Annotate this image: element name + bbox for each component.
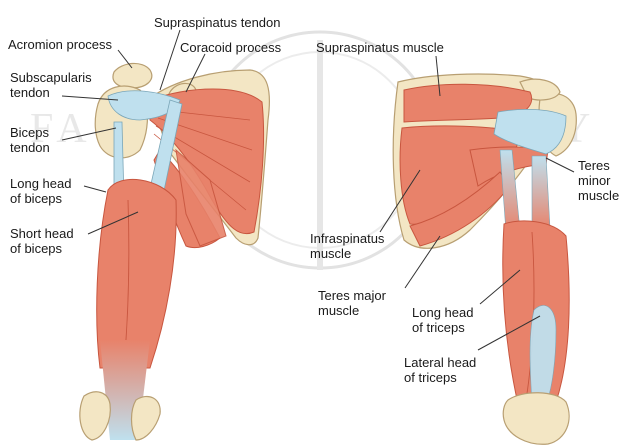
label-supraspinatus-tendon: Supraspinatus tendon [154, 15, 280, 30]
biceps-belly [97, 179, 176, 368]
label-teres-major: Teres major muscle [318, 288, 386, 318]
anterior-view [80, 63, 270, 440]
label-biceps-tendon: Biceps tendon [10, 125, 50, 155]
elbow-bone-posterior [503, 393, 569, 445]
label-subscapularis-tendon: Subscapularis tendon [10, 70, 92, 100]
posterior-view [393, 74, 576, 444]
label-short-head-biceps: Short head of biceps [10, 226, 74, 256]
label-long-head-biceps: Long head of biceps [10, 176, 71, 206]
leader-supraspinatus-tendon [160, 30, 180, 90]
triceps-lateral-tendon [532, 156, 550, 230]
label-infraspinatus: Infraspinatus muscle [310, 231, 384, 261]
label-supraspinatus-muscle: Supraspinatus muscle [316, 40, 444, 55]
label-acromion-process: Acromion process [8, 37, 112, 52]
label-teres-minor: Teres minor muscle [578, 158, 619, 203]
elbow-bone-anterior-medial [132, 396, 161, 440]
label-long-head-triceps: Long head of triceps [412, 305, 473, 335]
leader-long-head-biceps [84, 186, 106, 192]
leader-teres-minor [546, 158, 574, 172]
label-lateral-head-triceps: Lateral head of triceps [404, 355, 476, 385]
label-coracoid-process: Coracoid process [180, 40, 281, 55]
elbow-bone-anterior [80, 392, 110, 440]
acromion-bone [113, 63, 152, 88]
